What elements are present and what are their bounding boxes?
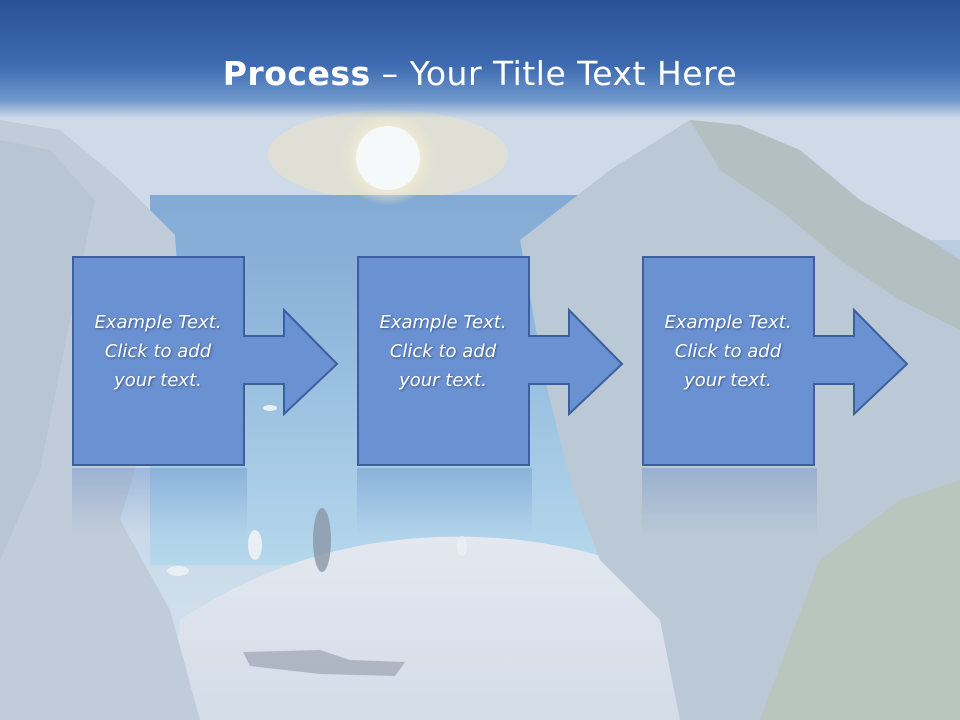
title-bar <box>0 0 960 118</box>
arrow-callout-icon <box>357 256 624 466</box>
step-line: Example Text. <box>664 312 792 333</box>
step-reflection <box>72 468 247 538</box>
step-text[interactable]: Example Text. Click to add your text. <box>78 308 238 395</box>
title-dash: – <box>370 54 410 93</box>
arrow-callout-icon <box>72 256 339 466</box>
title-bold: Process <box>222 54 371 93</box>
process-step-1[interactable]: Example Text. Click to add your text. <box>72 256 342 466</box>
step-reflection <box>357 468 532 538</box>
step-line: Click to add <box>674 341 782 362</box>
arrow-callout-icon <box>642 256 909 466</box>
step-text[interactable]: Example Text. Click to add your text. <box>363 308 523 395</box>
step-line: Click to add <box>389 341 497 362</box>
step-line: Click to add <box>104 341 212 362</box>
slide-title[interactable]: Process – Your Title Text Here <box>0 52 960 96</box>
step-line: your text. <box>114 370 202 391</box>
process-step-3[interactable]: Example Text. Click to add your text. <box>642 256 912 466</box>
step-line: Example Text. <box>379 312 507 333</box>
step-line: your text. <box>684 370 772 391</box>
step-line: Example Text. <box>94 312 222 333</box>
step-reflection <box>642 468 817 538</box>
process-step-2[interactable]: Example Text. Click to add your text. <box>357 256 627 466</box>
step-line: your text. <box>399 370 487 391</box>
title-rest: Your Title Text Here <box>409 54 738 93</box>
step-text[interactable]: Example Text. Click to add your text. <box>648 308 808 395</box>
